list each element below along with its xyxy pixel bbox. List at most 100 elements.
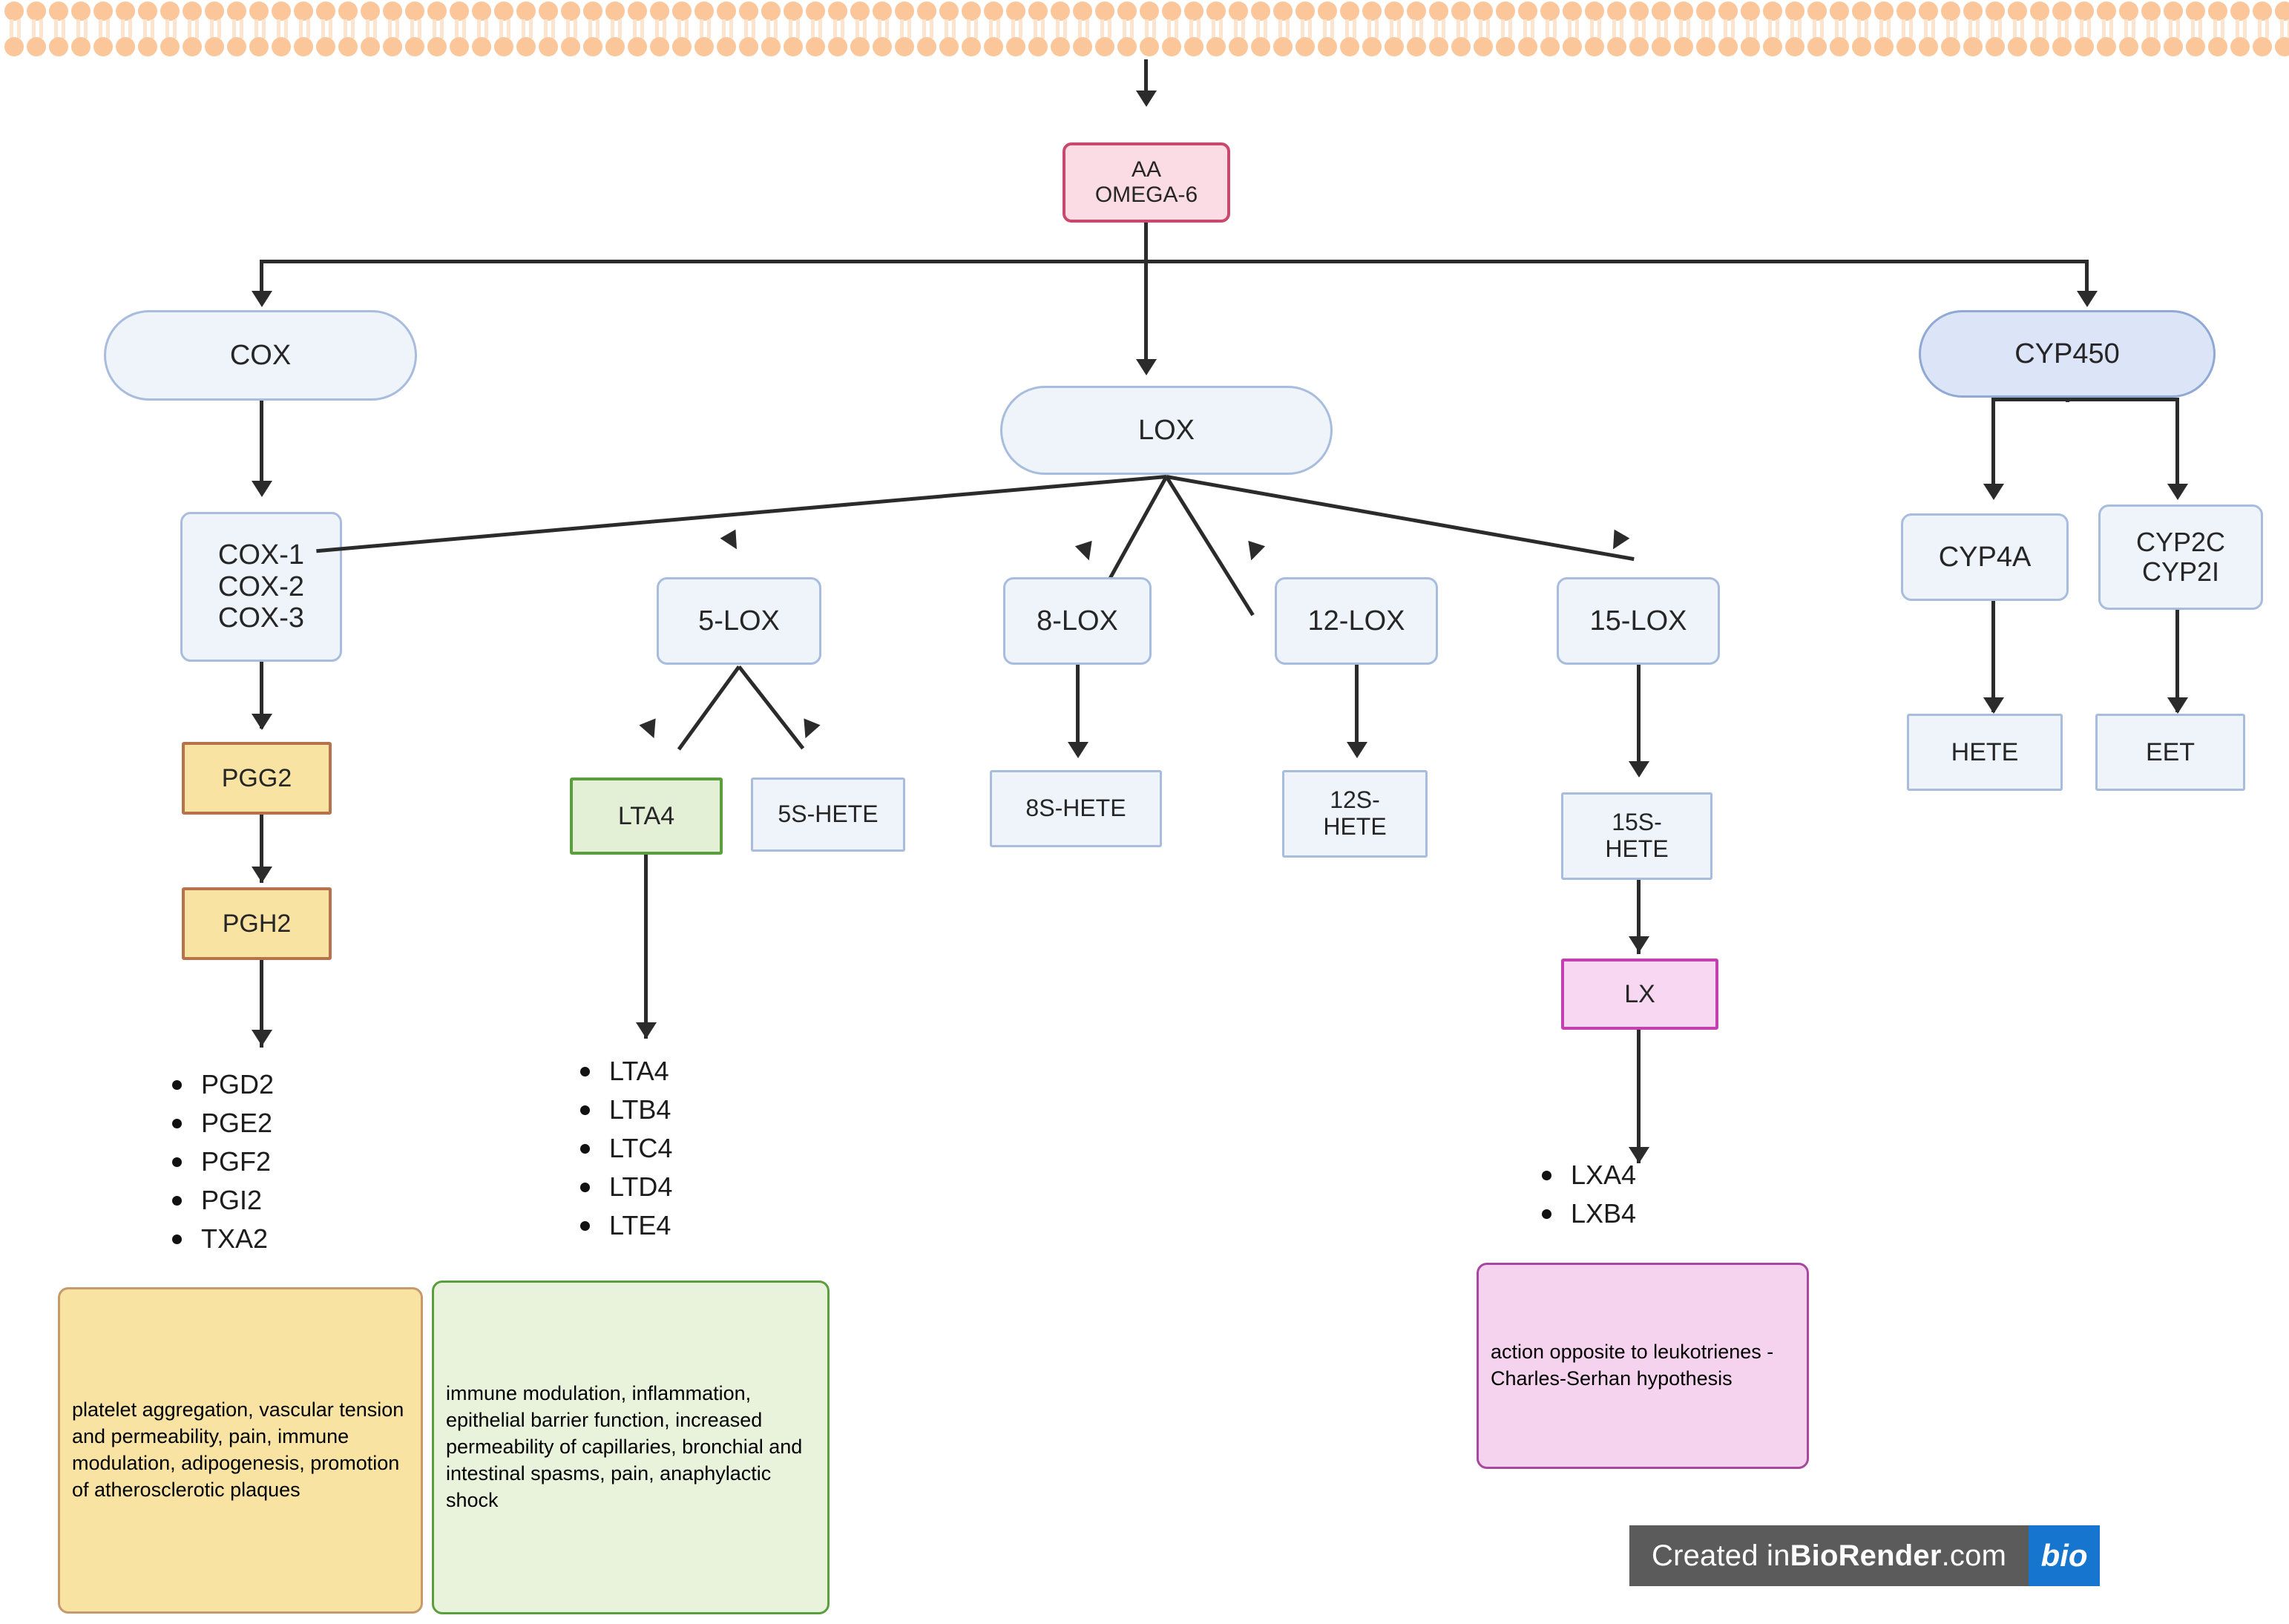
membrane-tail xyxy=(1264,19,1267,39)
line-pgh2-to-prostanoids xyxy=(260,960,263,1048)
membrane-tail xyxy=(188,19,191,39)
membrane-tail xyxy=(1790,19,1794,39)
membrane-tail xyxy=(996,19,1000,39)
membrane-head-bottom xyxy=(1629,37,1649,56)
node-12lox[interactable]: 12-LOX xyxy=(1275,577,1438,665)
membrane-head-top xyxy=(1073,1,1092,21)
node-lox[interactable]: LOX xyxy=(1000,386,1333,475)
node-eet[interactable]: EET xyxy=(2095,714,2245,791)
membrane-tail xyxy=(1286,19,1290,39)
membrane-head-bottom xyxy=(272,37,291,56)
bullet-dot-icon xyxy=(172,1118,182,1128)
node-cyp450[interactable]: CYP450 xyxy=(1919,310,2216,398)
node-8s-hete[interactable]: 8S-HETE xyxy=(990,770,1162,847)
node-cyp2c-cyp2i[interactable]: CYP2C CYP2I xyxy=(2098,504,2263,610)
membrane-head-bottom xyxy=(717,37,736,56)
membrane-head-bottom xyxy=(1830,37,1849,56)
membrane-head-top xyxy=(806,1,825,21)
membrane-tail xyxy=(2058,19,2061,39)
membrane-tail xyxy=(84,19,88,39)
membrane-head-top xyxy=(1607,1,1626,21)
node-pgg2[interactable]: PGG2 xyxy=(182,742,332,815)
membrane-tail xyxy=(1041,19,1045,39)
membrane-head-bottom xyxy=(2253,37,2272,56)
node-lta4[interactable]: LTA4 xyxy=(570,778,723,855)
membrane-head-bottom xyxy=(583,37,602,56)
membrane-tail xyxy=(1590,19,1594,39)
membrane-head-top xyxy=(427,1,447,21)
membrane-head-bottom xyxy=(761,37,781,56)
membrane-tail xyxy=(128,19,132,39)
membrane-head-top xyxy=(2164,1,2183,21)
bus-drop-cyp450 xyxy=(2085,260,2089,295)
membrane-tail xyxy=(1419,19,1423,39)
aa-bus-stem xyxy=(1144,223,1148,261)
membrane-tail xyxy=(1998,19,2002,39)
leukotriene-label: LTC4 xyxy=(609,1133,673,1163)
bullet-dot-icon xyxy=(1542,1170,1551,1180)
membrane-tail xyxy=(232,19,236,39)
arrow-lox-to-15lox xyxy=(1605,529,1630,554)
membrane-tail xyxy=(752,19,755,39)
node-cox-isoforms[interactable]: COX-1 COX-2 COX-3 xyxy=(180,512,342,662)
node-15s-hete[interactable]: 15S- HETE xyxy=(1561,792,1712,880)
membrane-head-top xyxy=(1429,1,1448,21)
membrane-tail xyxy=(1011,19,1015,39)
membrane-tail xyxy=(1434,19,1438,39)
cyp450-bracket xyxy=(1991,398,2178,401)
membrane-tail xyxy=(440,19,444,39)
node-aa-omega6[interactable]: AA OMEGA-6 xyxy=(1063,142,1230,223)
membrane-tail xyxy=(1241,19,1245,39)
node-pgh2[interactable]: PGH2 xyxy=(182,887,332,960)
membrane-head-top xyxy=(1986,1,2005,21)
arrow-lx-to-lipoxins xyxy=(1629,1147,1649,1163)
membrane-tail xyxy=(1820,19,1824,39)
membrane-head-top xyxy=(2008,1,2027,21)
node-5lox[interactable]: 5-LOX xyxy=(657,577,821,665)
node-15lox[interactable]: 15-LOX xyxy=(1557,577,1720,665)
node-lx[interactable]: LX xyxy=(1561,959,1718,1030)
membrane-tail xyxy=(1367,19,1371,39)
cyp450-drop-right xyxy=(2175,398,2179,493)
arrow-cyp450-to-cyp4a xyxy=(1983,484,2004,500)
node-cyp4a[interactable]: CYP4A xyxy=(1901,513,2069,601)
node-cox[interactable]: COX xyxy=(104,310,417,401)
node-aa-line1: AA xyxy=(1131,157,1162,183)
membrane-head-bottom xyxy=(739,37,758,56)
membrane-tail xyxy=(1108,19,1111,39)
membrane-tail xyxy=(1887,19,1891,39)
leukotriene-label: LTD4 xyxy=(609,1171,673,1202)
membrane-head-top xyxy=(2097,1,2116,21)
biorender-logo-icon: bio xyxy=(2029,1525,2101,1586)
membrane-head-top xyxy=(2275,1,2289,21)
membrane-head-top xyxy=(1696,1,1715,21)
membrane-head-bottom xyxy=(227,37,246,56)
membrane-tail xyxy=(1968,19,1972,39)
node-hete[interactable]: HETE xyxy=(1907,714,2063,791)
membrane-tail xyxy=(1197,19,1201,39)
membrane-tail xyxy=(329,19,332,39)
membrane-tail xyxy=(32,19,36,39)
prostanoid-label: TXA2 xyxy=(201,1223,269,1254)
cyp450-drop-left xyxy=(1991,398,1995,493)
membrane-head-bottom xyxy=(2164,37,2183,56)
node-5s-hete[interactable]: 5S-HETE xyxy=(751,778,905,852)
membrane-tail xyxy=(2236,19,2239,39)
prostanoid-item: PGD2 xyxy=(172,1065,274,1104)
bullet-dot-icon xyxy=(580,1182,590,1192)
line-15lox-to-15shete xyxy=(1637,665,1641,775)
membrane-head-top xyxy=(1117,1,1137,21)
membrane-head-top xyxy=(1518,1,1537,21)
membrane-head-top xyxy=(160,1,180,21)
node-12s-hete[interactable]: 12S- HETE xyxy=(1282,770,1428,858)
membrane-tail xyxy=(885,19,889,39)
membrane-head-top xyxy=(516,1,536,21)
membrane-tail xyxy=(1167,19,1171,39)
membrane-tail xyxy=(744,19,748,39)
membrane-tail xyxy=(677,19,681,39)
membrane-tail xyxy=(774,19,778,39)
membrane-tail xyxy=(967,19,971,39)
membrane-head-top xyxy=(1318,1,1337,21)
node-8lox[interactable]: 8-LOX xyxy=(1003,577,1152,665)
leukotriene-label: LTE4 xyxy=(609,1210,671,1240)
